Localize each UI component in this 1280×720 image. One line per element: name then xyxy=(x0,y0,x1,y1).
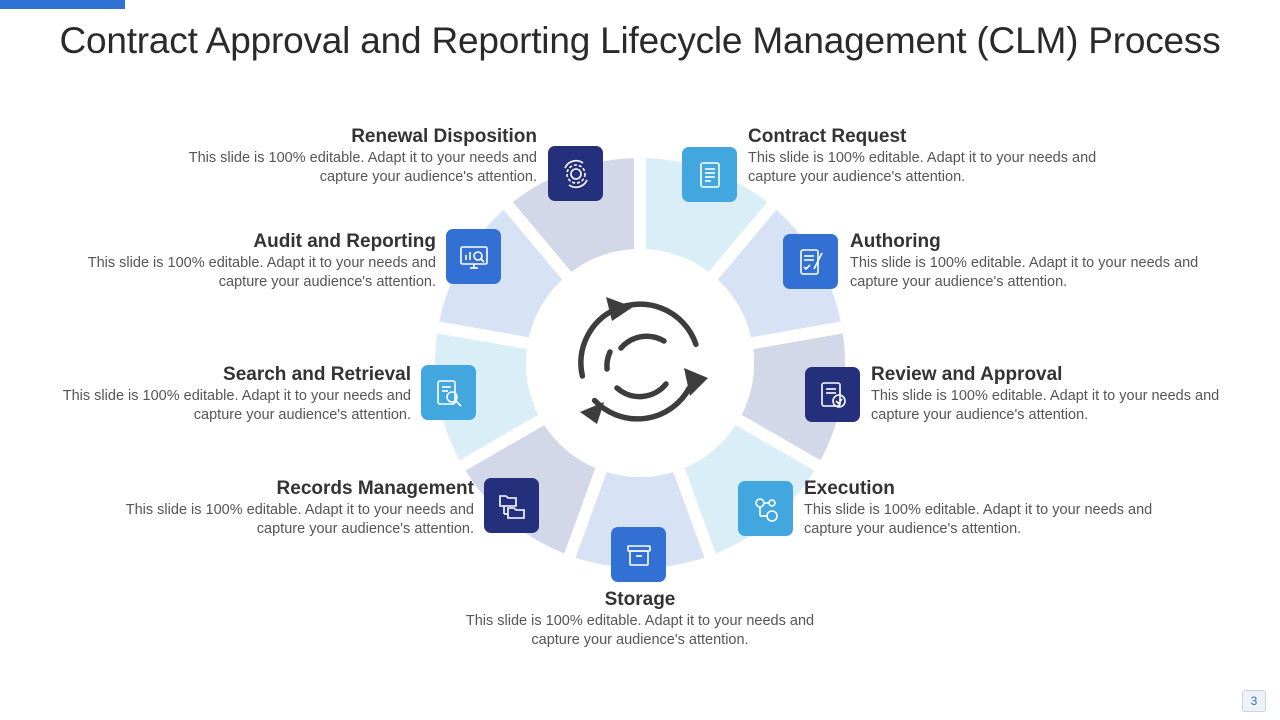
step-description: This slide is 100% editable. Adapt it to… xyxy=(804,502,1153,537)
step-description: This slide is 100% editable. Adapt it to… xyxy=(125,502,474,537)
document-search-icon xyxy=(436,379,462,407)
wheel-center xyxy=(526,249,754,477)
step-storage: Storage This slide is 100% editable. Ada… xyxy=(450,589,830,649)
step-title: Records Management xyxy=(276,478,474,499)
authoring-tile[interactable] xyxy=(783,234,838,289)
wheel-segment-review-and-approval xyxy=(741,333,845,461)
step-records-management: Records Management This slide is 100% ed… xyxy=(94,478,474,538)
document-check-icon xyxy=(820,381,846,408)
step-description: This slide is 100% editable. Adapt it to… xyxy=(188,150,537,185)
step-title: Execution xyxy=(804,478,895,499)
cycle-arrowheads xyxy=(580,297,708,424)
step-title: Contract Request xyxy=(748,126,907,147)
search-retrieval-tile[interactable] xyxy=(421,365,476,420)
wheel-segment-renewal-disposition xyxy=(512,158,635,272)
step-audit-and-reporting: Audit and Reporting This slide is 100% e… xyxy=(56,231,436,291)
document-pen-icon xyxy=(799,248,823,275)
step-description: This slide is 100% editable. Adapt it to… xyxy=(62,388,411,423)
step-description: This slide is 100% editable. Adapt it to… xyxy=(465,613,815,648)
records-management-tile[interactable] xyxy=(484,478,539,533)
gears-icon xyxy=(754,497,778,522)
step-renewal-disposition: Renewal Disposition This slide is 100% e… xyxy=(157,126,537,186)
page-number: 3 xyxy=(1242,690,1266,712)
wheel-segment-authoring xyxy=(717,209,841,338)
step-title: Review and Approval xyxy=(871,364,1063,385)
step-title: Renewal Disposition xyxy=(351,126,537,147)
step-description: This slide is 100% editable. Adapt it to… xyxy=(87,255,436,290)
wheel-segment-storage xyxy=(575,472,705,568)
slide-title: Contract Approval and Reporting Lifecycl… xyxy=(59,20,1221,61)
renewal-disposition-tile[interactable] xyxy=(548,146,603,201)
step-title: Storage xyxy=(604,589,676,610)
archive-box-icon xyxy=(626,544,651,566)
gear-cycle-icon xyxy=(563,159,588,188)
step-title: Audit and Reporting xyxy=(253,231,436,252)
step-title: Search and Retrieval xyxy=(223,364,411,385)
step-description: This slide is 100% editable. Adapt it to… xyxy=(871,388,1220,423)
review-approval-tile[interactable] xyxy=(805,367,860,422)
step-contract-request: Contract Request This slide is 100% edit… xyxy=(748,126,1128,186)
contract-request-tile[interactable] xyxy=(682,147,737,202)
storage-tile[interactable] xyxy=(611,527,666,582)
audit-reporting-tile[interactable] xyxy=(446,229,501,284)
step-title: Authoring xyxy=(850,231,941,252)
step-search-and-retrieval: Search and Retrieval This slide is 100% … xyxy=(31,364,411,424)
step-authoring: Authoring This slide is 100% editable. A… xyxy=(850,231,1230,291)
execution-tile[interactable] xyxy=(738,481,793,536)
document-list-icon xyxy=(699,161,720,188)
step-review-and-approval: Review and Approval This slide is 100% e… xyxy=(871,364,1251,424)
step-description: This slide is 100% editable. Adapt it to… xyxy=(850,255,1199,290)
accent-bar xyxy=(0,0,125,9)
monitor-chart-icon xyxy=(459,245,488,269)
step-description: This slide is 100% editable. Adapt it to… xyxy=(748,150,1097,185)
step-execution: Execution This slide is 100% editable. A… xyxy=(804,478,1184,538)
folder-network-icon xyxy=(498,494,525,519)
